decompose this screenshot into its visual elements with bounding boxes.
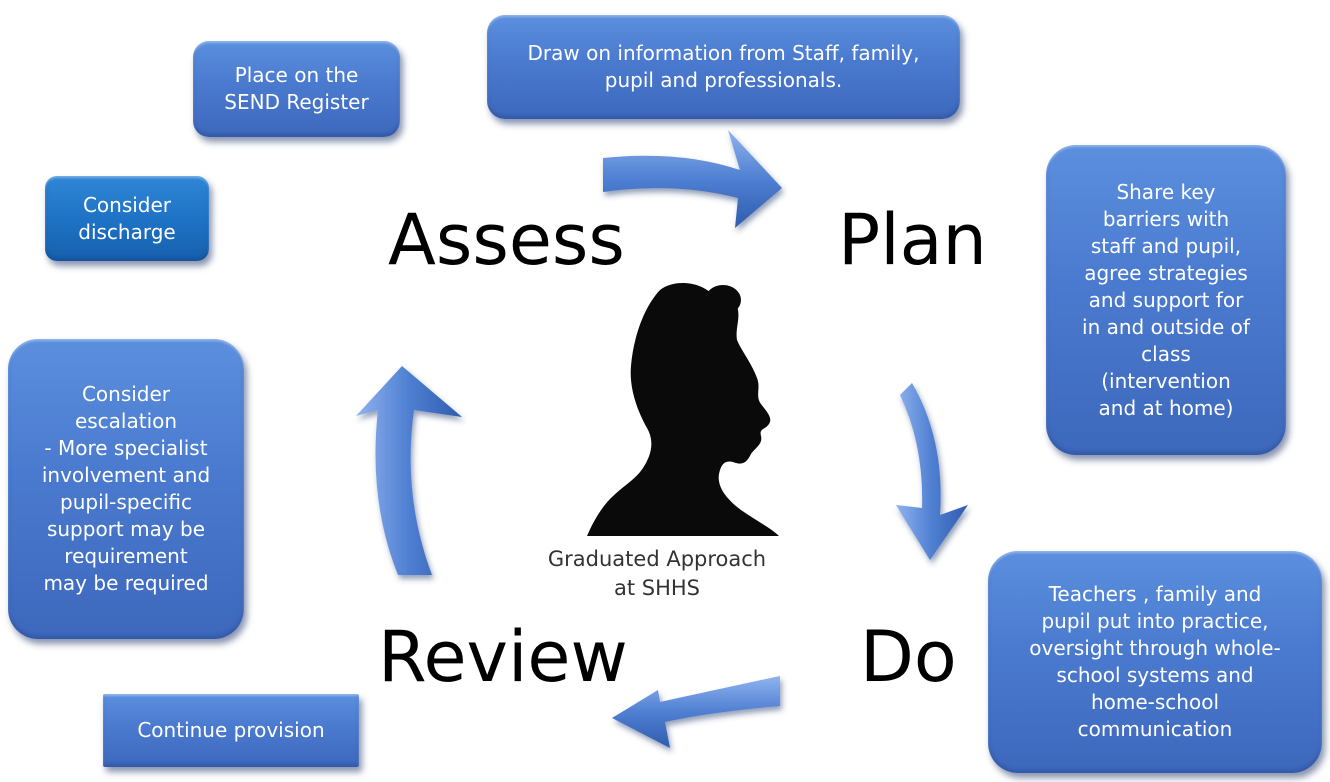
do-info-box: Teachers , family and pupil put into pra… — [988, 551, 1322, 773]
consider-escalation-text: Consider escalation - More specialist in… — [41, 382, 211, 595]
do-info-text: Teachers , family and pupil put into pra… — [1029, 582, 1281, 741]
stage-review: Review — [378, 616, 628, 698]
consider-discharge-box: Consider discharge — [45, 176, 209, 261]
stage-do: Do — [860, 616, 957, 698]
arrow-do-to-review — [612, 676, 780, 748]
stage-assess: Assess — [388, 199, 625, 281]
plan-info-text: Share key barriers with staff and pupil,… — [1082, 179, 1250, 420]
continue-provision-box: Continue provision — [103, 694, 359, 767]
arrow-plan-to-do — [896, 383, 968, 560]
woman-silhouette-icon — [587, 283, 779, 536]
send-register-box: Place on the SEND Register — [193, 41, 400, 137]
assess-info-text: Draw on information from Staff, family, … — [527, 41, 920, 92]
consider-escalation-box: Consider escalation - More specialist in… — [8, 339, 244, 639]
continue-provision-text: Continue provision — [137, 718, 325, 742]
assess-info-box: Draw on information from Staff, family, … — [487, 15, 960, 119]
plan-info-box: Share key barriers with staff and pupil,… — [1046, 145, 1286, 455]
arrow-review-to-assess — [356, 366, 462, 575]
arrow-assess-to-plan — [603, 130, 782, 228]
send-register-text: Place on the SEND Register — [224, 63, 369, 114]
consider-discharge-text: Consider discharge — [78, 192, 176, 244]
stage-plan: Plan — [838, 199, 987, 281]
center-label: Graduated Approach at SHHS — [547, 547, 767, 600]
